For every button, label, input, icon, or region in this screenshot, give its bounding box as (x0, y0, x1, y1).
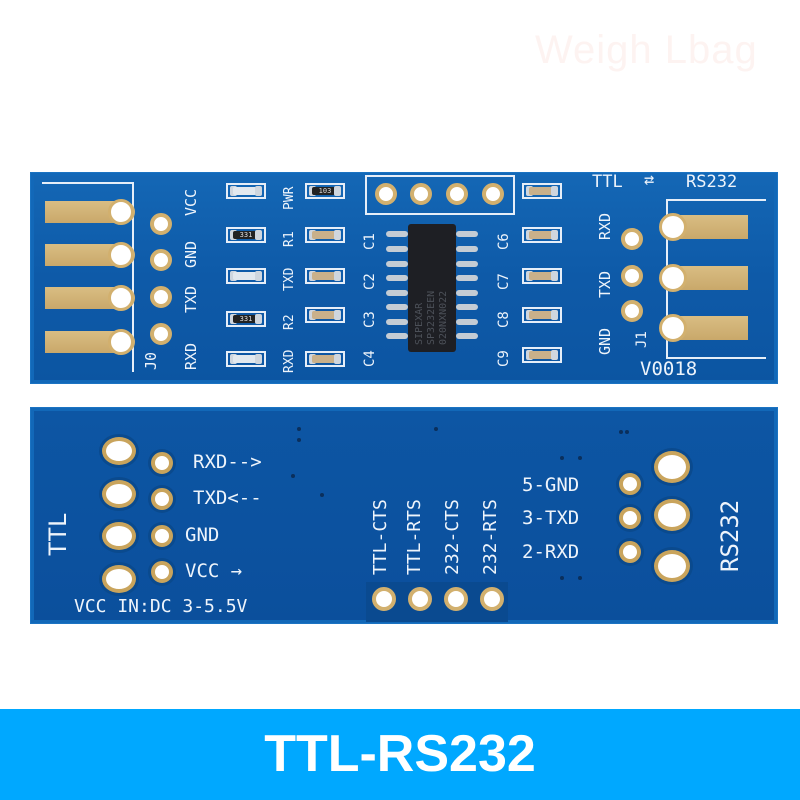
j0-label-txd: TXD (182, 285, 200, 313)
j1-label-txd: TXD (596, 270, 614, 298)
rs232-label-gnd: 5-GND (522, 474, 580, 496)
ttl-pin-gnd (151, 525, 173, 547)
j1-ref: J1 (634, 331, 650, 348)
j1-label-gnd: GND (596, 327, 614, 355)
j0-pin-vcc (150, 213, 172, 235)
rs232-pin-5 (619, 473, 641, 495)
ttl-big-hole-1 (102, 437, 136, 465)
capacitor-right-2 (522, 227, 562, 243)
flow-pin-3 (444, 587, 468, 611)
ttl-big-hole-2 (102, 480, 136, 508)
label-c9: C9 (496, 350, 512, 367)
j0-hole-4 (108, 329, 134, 355)
flow-label-232-rts: 232-RTS (480, 499, 501, 575)
rs232-label-txd: 3-TXD (522, 507, 580, 529)
rs232-hole-2 (659, 264, 687, 292)
label-c3: C3 (362, 311, 378, 328)
capacitor-c4 (305, 351, 345, 367)
capacitor-right-5 (522, 347, 562, 363)
label-r1: R1 (282, 231, 297, 247)
ttl-pin-txd (151, 488, 173, 510)
rs232-pin-3 (619, 507, 641, 529)
j1-label-rxd: RXD (596, 212, 614, 240)
j1-pin-txd (621, 265, 643, 287)
ttl-label-gnd: GND (185, 524, 220, 546)
j0-pin-txd (150, 286, 172, 308)
j0-label-vcc: VCC (182, 188, 200, 216)
header-pin-1 (375, 183, 397, 205)
header-pin-4 (482, 183, 504, 205)
ttl-big-hole-4 (102, 565, 136, 593)
j0-pin-gnd (150, 249, 172, 271)
ttl-pin-vcc (151, 561, 173, 583)
label-c4: C4 (362, 350, 378, 367)
label-c8: C8 (496, 311, 512, 328)
rs232-big-hole-1 (654, 451, 690, 483)
label-r2: R2 (282, 314, 297, 330)
j0-ref: J0 (142, 351, 160, 370)
led-rxd (226, 351, 266, 367)
ttl-label-txd: TXD<-- (193, 487, 262, 509)
rs232-big-hole-3 (654, 550, 690, 582)
j0-hole-3 (108, 285, 134, 311)
rs232-hole-3 (659, 314, 687, 342)
j0-label-gnd: GND (182, 240, 200, 268)
capacitor-right-3 (522, 268, 562, 284)
label-pwr: PWR (282, 186, 297, 210)
label-c6: C6 (496, 233, 512, 250)
led-pwr (226, 183, 266, 199)
vcc-input-note: VCC IN:DC 3-5.5V (74, 596, 248, 617)
sp3232-chip (408, 224, 456, 352)
capacitor-c3 (305, 307, 345, 323)
flow-label-ttl-cts: TTL-CTS (370, 499, 391, 575)
capacitor-right-1 (522, 183, 562, 199)
rs232-hole-1 (659, 213, 687, 241)
header-outline (365, 175, 515, 215)
capacitor-right-4 (522, 307, 562, 323)
capacitor-c1 (305, 227, 345, 243)
ttl-label-rxd: RXD--> (193, 451, 262, 473)
j0-hole-2 (108, 242, 134, 268)
flow-pin-4 (480, 587, 504, 611)
watermark: Weigh Lbag (535, 28, 758, 72)
resistor-r2: 331 (226, 311, 266, 327)
header-pin-3 (446, 183, 468, 205)
resistor-r1: 331 (226, 227, 266, 243)
title-banner (0, 709, 800, 800)
j1-pin-gnd (621, 300, 643, 322)
flow-pin-1 (372, 587, 396, 611)
j0-outline (42, 182, 134, 372)
j0-label-rxd: RXD (182, 342, 200, 370)
label-c2: C2 (362, 273, 378, 290)
ttl-side-label: TTL (44, 512, 72, 556)
j0-hole-1 (108, 199, 134, 225)
version-label: V0018 (640, 358, 698, 380)
ttl-pin-rxd (151, 452, 173, 474)
ttl-big-hole-3 (102, 522, 136, 550)
banner-title: TTL-RS232 (264, 725, 536, 783)
j0-pin-rxd (150, 323, 172, 345)
ttl-label-vcc: VCC → (185, 560, 243, 582)
header-rs232: RS232 (686, 172, 738, 192)
flow-label-ttl-rts: TTL-RTS (404, 499, 425, 575)
flow-pin-2 (408, 587, 432, 611)
resistor-103: 103 (305, 183, 345, 199)
header-pin-2 (410, 183, 432, 205)
label-rxd: RXD (282, 349, 297, 373)
led-txd (226, 268, 266, 284)
header-ttl: TTL (592, 172, 623, 192)
rs232-side-label: RS232 (716, 499, 744, 572)
label-c1: C1 (362, 233, 378, 250)
chip-marking: SIPEXAR SP3232EEN 020NXN022 (414, 290, 449, 345)
capacitor-c2 (305, 268, 345, 284)
label-c7: C7 (496, 273, 512, 290)
flow-label-232-cts: 232-CTS (442, 499, 463, 575)
swap-arrows-icon: ⇄ (644, 170, 655, 190)
rs232-label-rxd: 2-RXD (522, 541, 580, 563)
label-txd: TXD (282, 267, 297, 291)
j1-pin-rxd (621, 228, 643, 250)
rs232-big-hole-2 (654, 499, 690, 531)
rs232-pin-2 (619, 541, 641, 563)
